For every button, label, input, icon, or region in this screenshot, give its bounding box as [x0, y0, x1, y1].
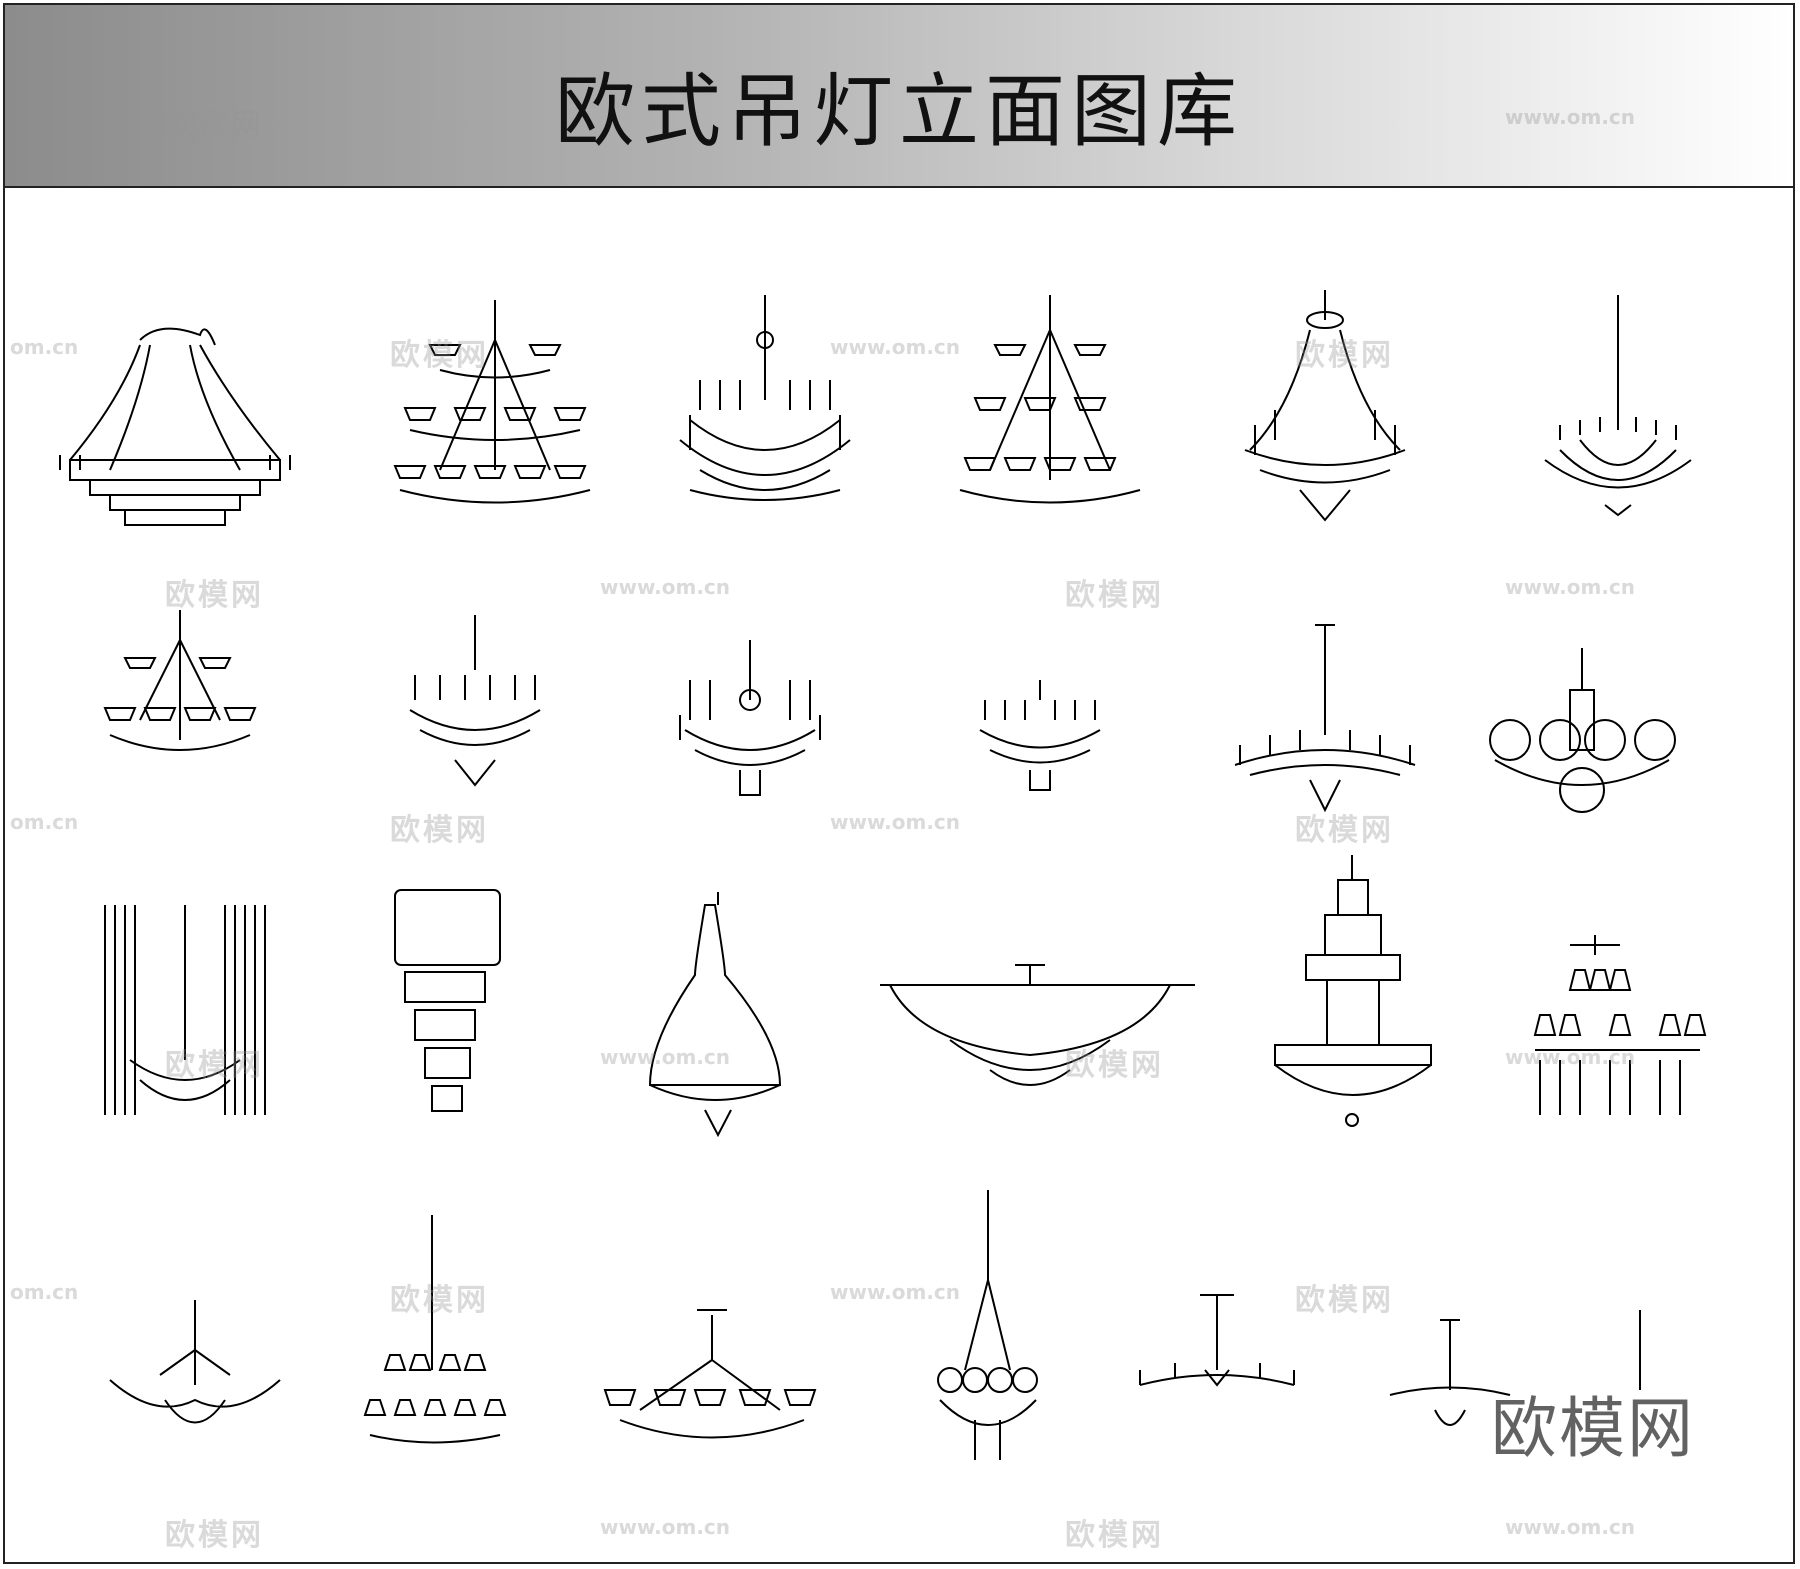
- watermark-14: om.cn: [10, 810, 79, 834]
- chandelier-4-3: [603, 1309, 817, 1439]
- watermark-8: www.om.cn: [600, 575, 731, 599]
- watermark-1: 欧模网: [165, 108, 264, 143]
- chandelier-4-6: [1389, 1310, 1641, 1426]
- chandelier-1-3: [679, 295, 851, 501]
- watermark-15: 欧模网: [165, 1048, 264, 1083]
- chandelier-3-6: [1533, 935, 1707, 1115]
- chandelier-3-5: [1274, 855, 1432, 1127]
- watermark-12: www.om.cn: [830, 810, 961, 834]
- chandelier-4-5: [1139, 1294, 1295, 1387]
- watermark-5: 欧模网: [1295, 338, 1394, 373]
- chandelier-3-2: [394, 889, 501, 1112]
- watermark-22: om.cn: [10, 1280, 79, 1304]
- chandelier-4-4: [937, 1190, 1038, 1460]
- chandelier-2-2: [409, 615, 541, 787]
- page-title: 欧式吊灯立面图库: [555, 65, 1243, 158]
- watermark-11: 欧模网: [390, 813, 489, 848]
- watermark-17: 欧模网: [1065, 1048, 1164, 1083]
- chandelier-1-1: [59, 327, 291, 526]
- chandelier-2-1: [103, 610, 257, 751]
- catalog-frame: 欧式吊灯立面图库: [3, 3, 1795, 1564]
- watermark-21: 欧模网: [1295, 1283, 1394, 1318]
- chandelier-2-3: [679, 640, 821, 796]
- watermark-25: 欧模网: [1065, 1518, 1164, 1553]
- watermark-26: www.om.cn: [1505, 1515, 1636, 1539]
- watermark-2: www.om.cn: [1505, 105, 1636, 129]
- chandelier-2-6: [1489, 648, 1676, 813]
- watermark-4: www.om.cn: [830, 335, 961, 359]
- watermark-16: www.om.cn: [600, 1045, 731, 1069]
- watermark-13: 欧模网: [1295, 813, 1394, 848]
- chandelier-1-6: [1544, 295, 1692, 517]
- chandelier-2-5: [1234, 624, 1416, 813]
- watermark-9: 欧模网: [1065, 578, 1164, 613]
- watermark-3: 欧模网: [390, 338, 489, 373]
- watermark-7: 欧模网: [165, 578, 264, 613]
- watermark-20: www.om.cn: [830, 1280, 961, 1304]
- watermark-6: om.cn: [10, 335, 79, 359]
- watermark-24: www.om.cn: [600, 1515, 731, 1539]
- chandelier-3-1: [104, 905, 266, 1115]
- header-band: 欧式吊灯立面图库: [5, 5, 1793, 188]
- watermark-23: 欧模网: [165, 1518, 264, 1553]
- watermark-18: www.om.cn: [1505, 1045, 1636, 1069]
- chandelier-3-4: [880, 964, 1195, 1086]
- chandelier-2-4: [979, 680, 1101, 791]
- watermark-19: 欧模网: [390, 1283, 489, 1318]
- chandelier-3-3: [648, 892, 782, 1138]
- chandelier-1-2: [393, 300, 591, 504]
- chandelier-4-2: [363, 1215, 507, 1444]
- watermark-10: www.om.cn: [1505, 575, 1636, 599]
- chandelier-4-1: [109, 1300, 281, 1424]
- brand-logo-text: 欧模网: [1491, 1390, 1695, 1467]
- chandelier-1-5: [1244, 290, 1406, 522]
- chandelier-1-4: [959, 295, 1141, 504]
